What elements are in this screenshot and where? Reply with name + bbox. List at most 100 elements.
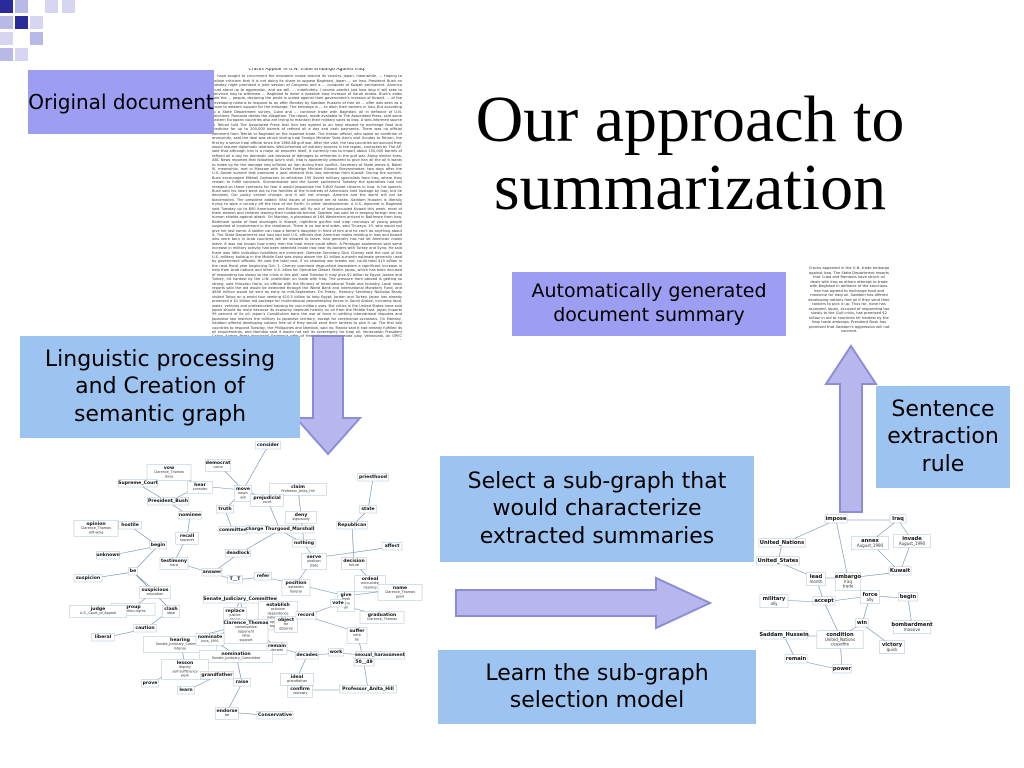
graph1-node-label: deadlock: [226, 550, 250, 556]
graph1-node-t: T__T: [227, 575, 243, 584]
graph1-node-attribute: observe: [279, 626, 293, 630]
graph2-node-label: Saddam_Hussein: [759, 632, 809, 638]
graph1-node-attribute: excruciate: [361, 581, 379, 585]
original-document-thumbnail: Cracks Appear in U.N. Trade Embargo Agai…: [212, 68, 402, 340]
graph2-node-attribute: ceasefire: [831, 642, 850, 647]
graph1-node-label: unknown: [96, 552, 120, 558]
graph1-node-charge: charge Thurgood_Marshall: [246, 525, 315, 534]
graph1-node-label: confirm: [290, 686, 310, 692]
graph1-node-caution: caution: [133, 624, 157, 633]
graph1-node-attribute: all: [344, 606, 348, 610]
graph1-node-attribute: establish: [288, 585, 303, 589]
graph1-node-label: object: [278, 617, 295, 623]
graph1-node-label: Conservative: [258, 712, 292, 718]
graph1-node-label: graduation: [368, 612, 397, 618]
graph1-node-label: vow: [164, 466, 175, 471]
graph2-node-attribute: trade: [843, 584, 854, 589]
select-subgraph-label: Select a sub-graph that would characteri…: [440, 456, 754, 562]
graph1-node-label: decades: [296, 652, 318, 658]
graph1-node-label: nominate: [198, 634, 222, 640]
graph2-node-attribute: quick: [887, 647, 898, 652]
graph1-node-label: truth: [218, 506, 231, 512]
graph2-node-label: invade: [902, 536, 922, 542]
graph1-node-label: establish: [266, 602, 290, 608]
graph1-node-label: learn: [179, 687, 192, 693]
graph2-node-label: begin: [900, 594, 917, 600]
graph2-edge: [823, 601, 841, 637]
graph1-node-attribute: ideal: [167, 611, 175, 615]
graph1-node-conservative: Conservative: [256, 711, 294, 720]
graph2-node-win: win: [855, 618, 869, 628]
graph1-node-attribute: however: [180, 538, 195, 542]
graph1-node-attribute: support: [239, 638, 253, 642]
graph2-node-impose: impose: [824, 514, 848, 524]
graph1-node-label: hear: [194, 482, 206, 488]
graph1-node-label: hearing: [170, 637, 190, 643]
graph1-node-grandfather: grandfather: [200, 671, 234, 680]
graph1-node-label: judge: [90, 606, 106, 612]
graph1-node-label: give: [341, 592, 352, 598]
graph1-node-label: serve: [307, 554, 321, 560]
graph1-node-attribute: grandfather: [287, 679, 308, 683]
graph1-node-attribute: good: [396, 594, 404, 598]
graph2-edge: [835, 519, 849, 579]
learn-model-label: Learn the sub-graph selection model: [438, 650, 756, 724]
graph1-node-attribute: Clarence_Thomas: [367, 617, 397, 621]
graph1-node-label: priesthood: [359, 474, 387, 480]
graph1-node-label: ideal: [291, 674, 304, 680]
graph2-node-label: United_Nations: [760, 540, 804, 546]
graph1-node-committee: committee: [218, 526, 248, 535]
graph1-node-label: nominee: [179, 512, 201, 518]
graph1-edge: [242, 445, 269, 491]
graph1-node-attribute: June_1991: [200, 639, 219, 643]
graph1-node-attribute: U.S._Court_of_Appeal: [80, 611, 116, 615]
graph2-node-us: United_States: [756, 556, 800, 566]
graph1-node-deadlock: deadlock: [225, 549, 251, 558]
graph1-node-attribute: education: [147, 592, 164, 596]
right-arrow: [455, 576, 713, 630]
graph1-node-prove: prove: [141, 679, 159, 688]
graph1-node-label: prejudicial: [253, 495, 281, 501]
graph1-node-pbush: President_Bush: [147, 497, 189, 506]
graph1-node-attribute: federal: [290, 589, 302, 593]
graph1-node-sjc: Senate_Judiciary_Committee: [203, 595, 277, 604]
graph1-node-attribute: decade: [271, 648, 283, 652]
original-document-label: Original document: [28, 70, 214, 134]
graph1-node-affect: affect: [381, 542, 403, 551]
graph2-node-label: win: [857, 620, 868, 626]
graph2-node-label: annex: [861, 538, 879, 544]
graph2-node-saddam: Saddam_Hussein: [759, 630, 809, 640]
graph2-node-un: United_Nations: [758, 538, 806, 548]
sentence-extraction-label: Sentence extraction rule: [876, 386, 1010, 488]
graph1-node-attribute: begin: [238, 491, 247, 495]
graph1-node-refer: refer: [254, 572, 272, 581]
graph1-node-label: consider: [257, 442, 280, 448]
graph1-node-liberal: liberal: [91, 633, 115, 642]
graph1-node-label: sexual_harassment: [355, 652, 405, 658]
graph1-node-attribute: consider: [193, 487, 208, 491]
graph1-node-label: vote: [332, 600, 343, 606]
graph1-node-attribute: narrowly: [293, 691, 308, 695]
graph2-node-label: bombardment: [891, 622, 933, 628]
graph1-node-label: deny: [295, 512, 308, 518]
graph1-node-label: grandfather: [201, 672, 233, 678]
graph1-node-attribute: conservative: [235, 625, 257, 629]
graph1-node-attribute: intense: [174, 646, 187, 650]
graph1-node-label: record: [298, 612, 315, 618]
linguistic-processing-label: Linguistic processing and Creation of se…: [20, 336, 300, 438]
graph2-node-attribute: ally: [866, 597, 874, 602]
graph1-node-attribute: position: [307, 559, 320, 563]
